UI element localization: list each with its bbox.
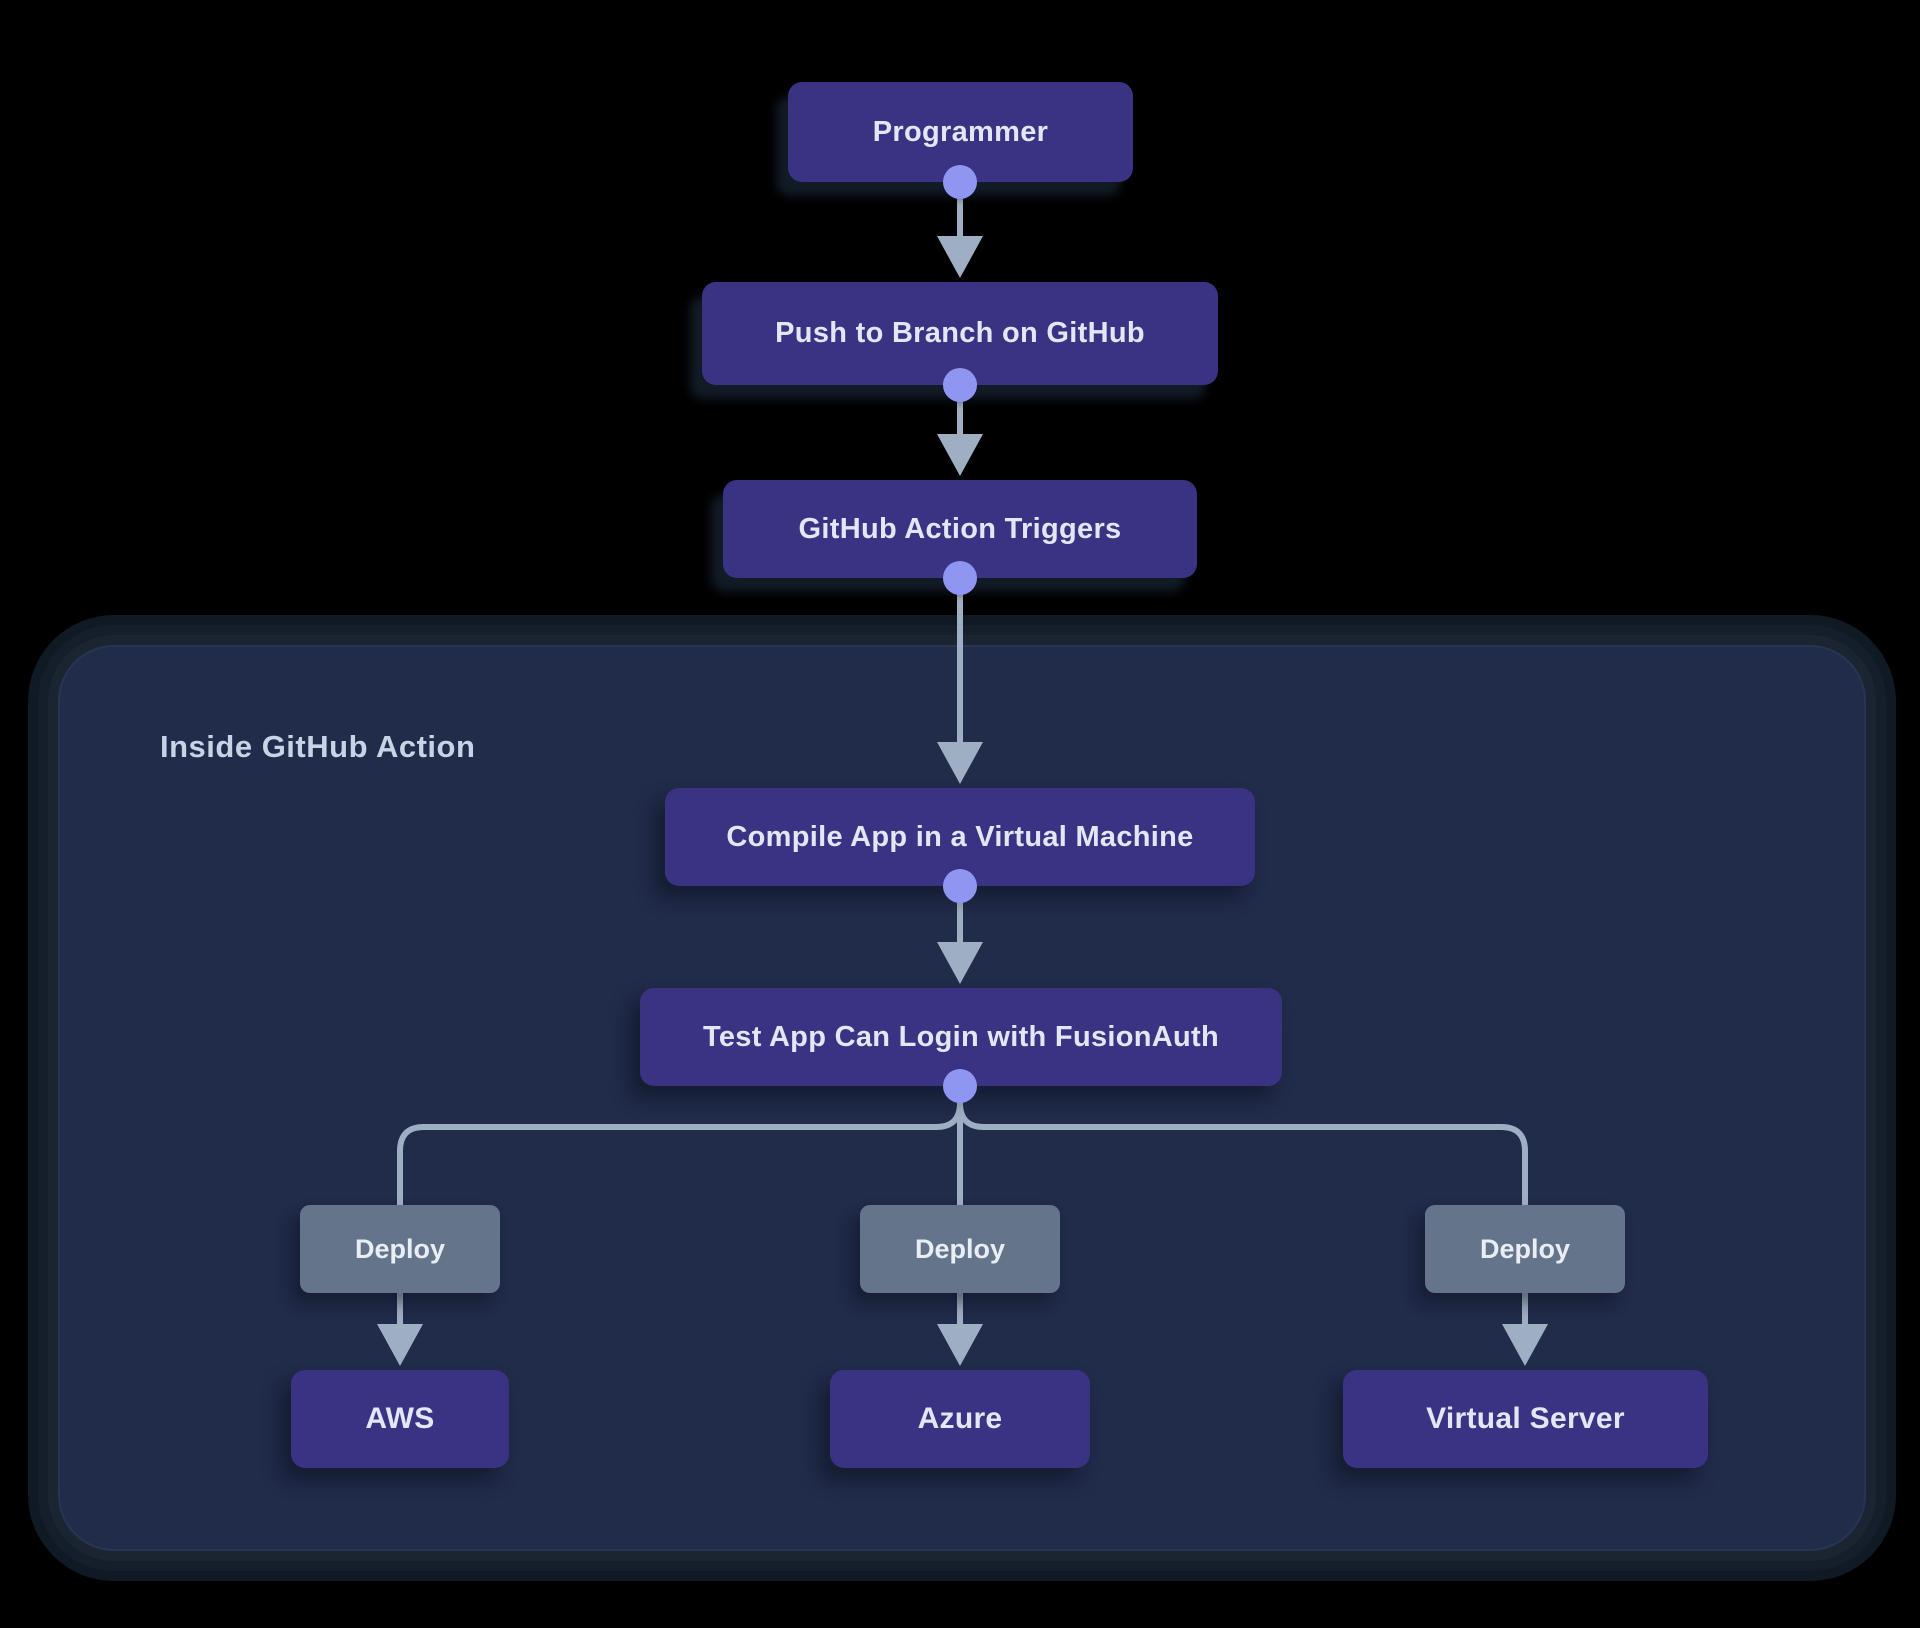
node-deploy-right-label: Deploy bbox=[1479, 1233, 1571, 1264]
node-virtual-server: Virtual Server bbox=[1343, 1370, 1708, 1468]
node-virtual-server-label: Virtual Server bbox=[1426, 1402, 1625, 1435]
node-test-app: Test App Can Login with FusionAuth bbox=[640, 988, 1282, 1086]
node-deploy-left: Deploy bbox=[300, 1205, 500, 1293]
node-compile-app-label: Compile App in a Virtual Machine bbox=[726, 820, 1194, 853]
node-github-action-triggers-label: GitHub Action Triggers bbox=[798, 512, 1122, 545]
node-compile-app: Compile App in a Virtual Machine bbox=[665, 788, 1255, 886]
node-aws: AWS bbox=[291, 1370, 509, 1468]
arrowhead-push bbox=[937, 236, 983, 278]
node-push-to-branch: Push to Branch on GitHub bbox=[702, 282, 1218, 385]
arrowhead-trigger bbox=[937, 434, 983, 476]
node-deploy-left-label: Deploy bbox=[354, 1233, 446, 1264]
node-deploy-middle-label: Deploy bbox=[914, 1233, 1006, 1264]
node-github-action-triggers: GitHub Action Triggers bbox=[723, 480, 1197, 578]
node-deploy-middle: Deploy bbox=[860, 1205, 1060, 1293]
node-test-app-label: Test App Can Login with FusionAuth bbox=[702, 1020, 1219, 1053]
node-aws-label: AWS bbox=[365, 1402, 435, 1435]
node-azure: Azure bbox=[830, 1370, 1090, 1468]
node-azure-label: Azure bbox=[917, 1402, 1003, 1435]
node-programmer-label: Programmer bbox=[872, 115, 1049, 148]
container-label: Inside GitHub Action bbox=[160, 729, 476, 764]
node-push-to-branch-label: Push to Branch on GitHub bbox=[775, 317, 1145, 349]
node-programmer: Programmer bbox=[788, 82, 1133, 182]
node-deploy-right: Deploy bbox=[1425, 1205, 1625, 1293]
